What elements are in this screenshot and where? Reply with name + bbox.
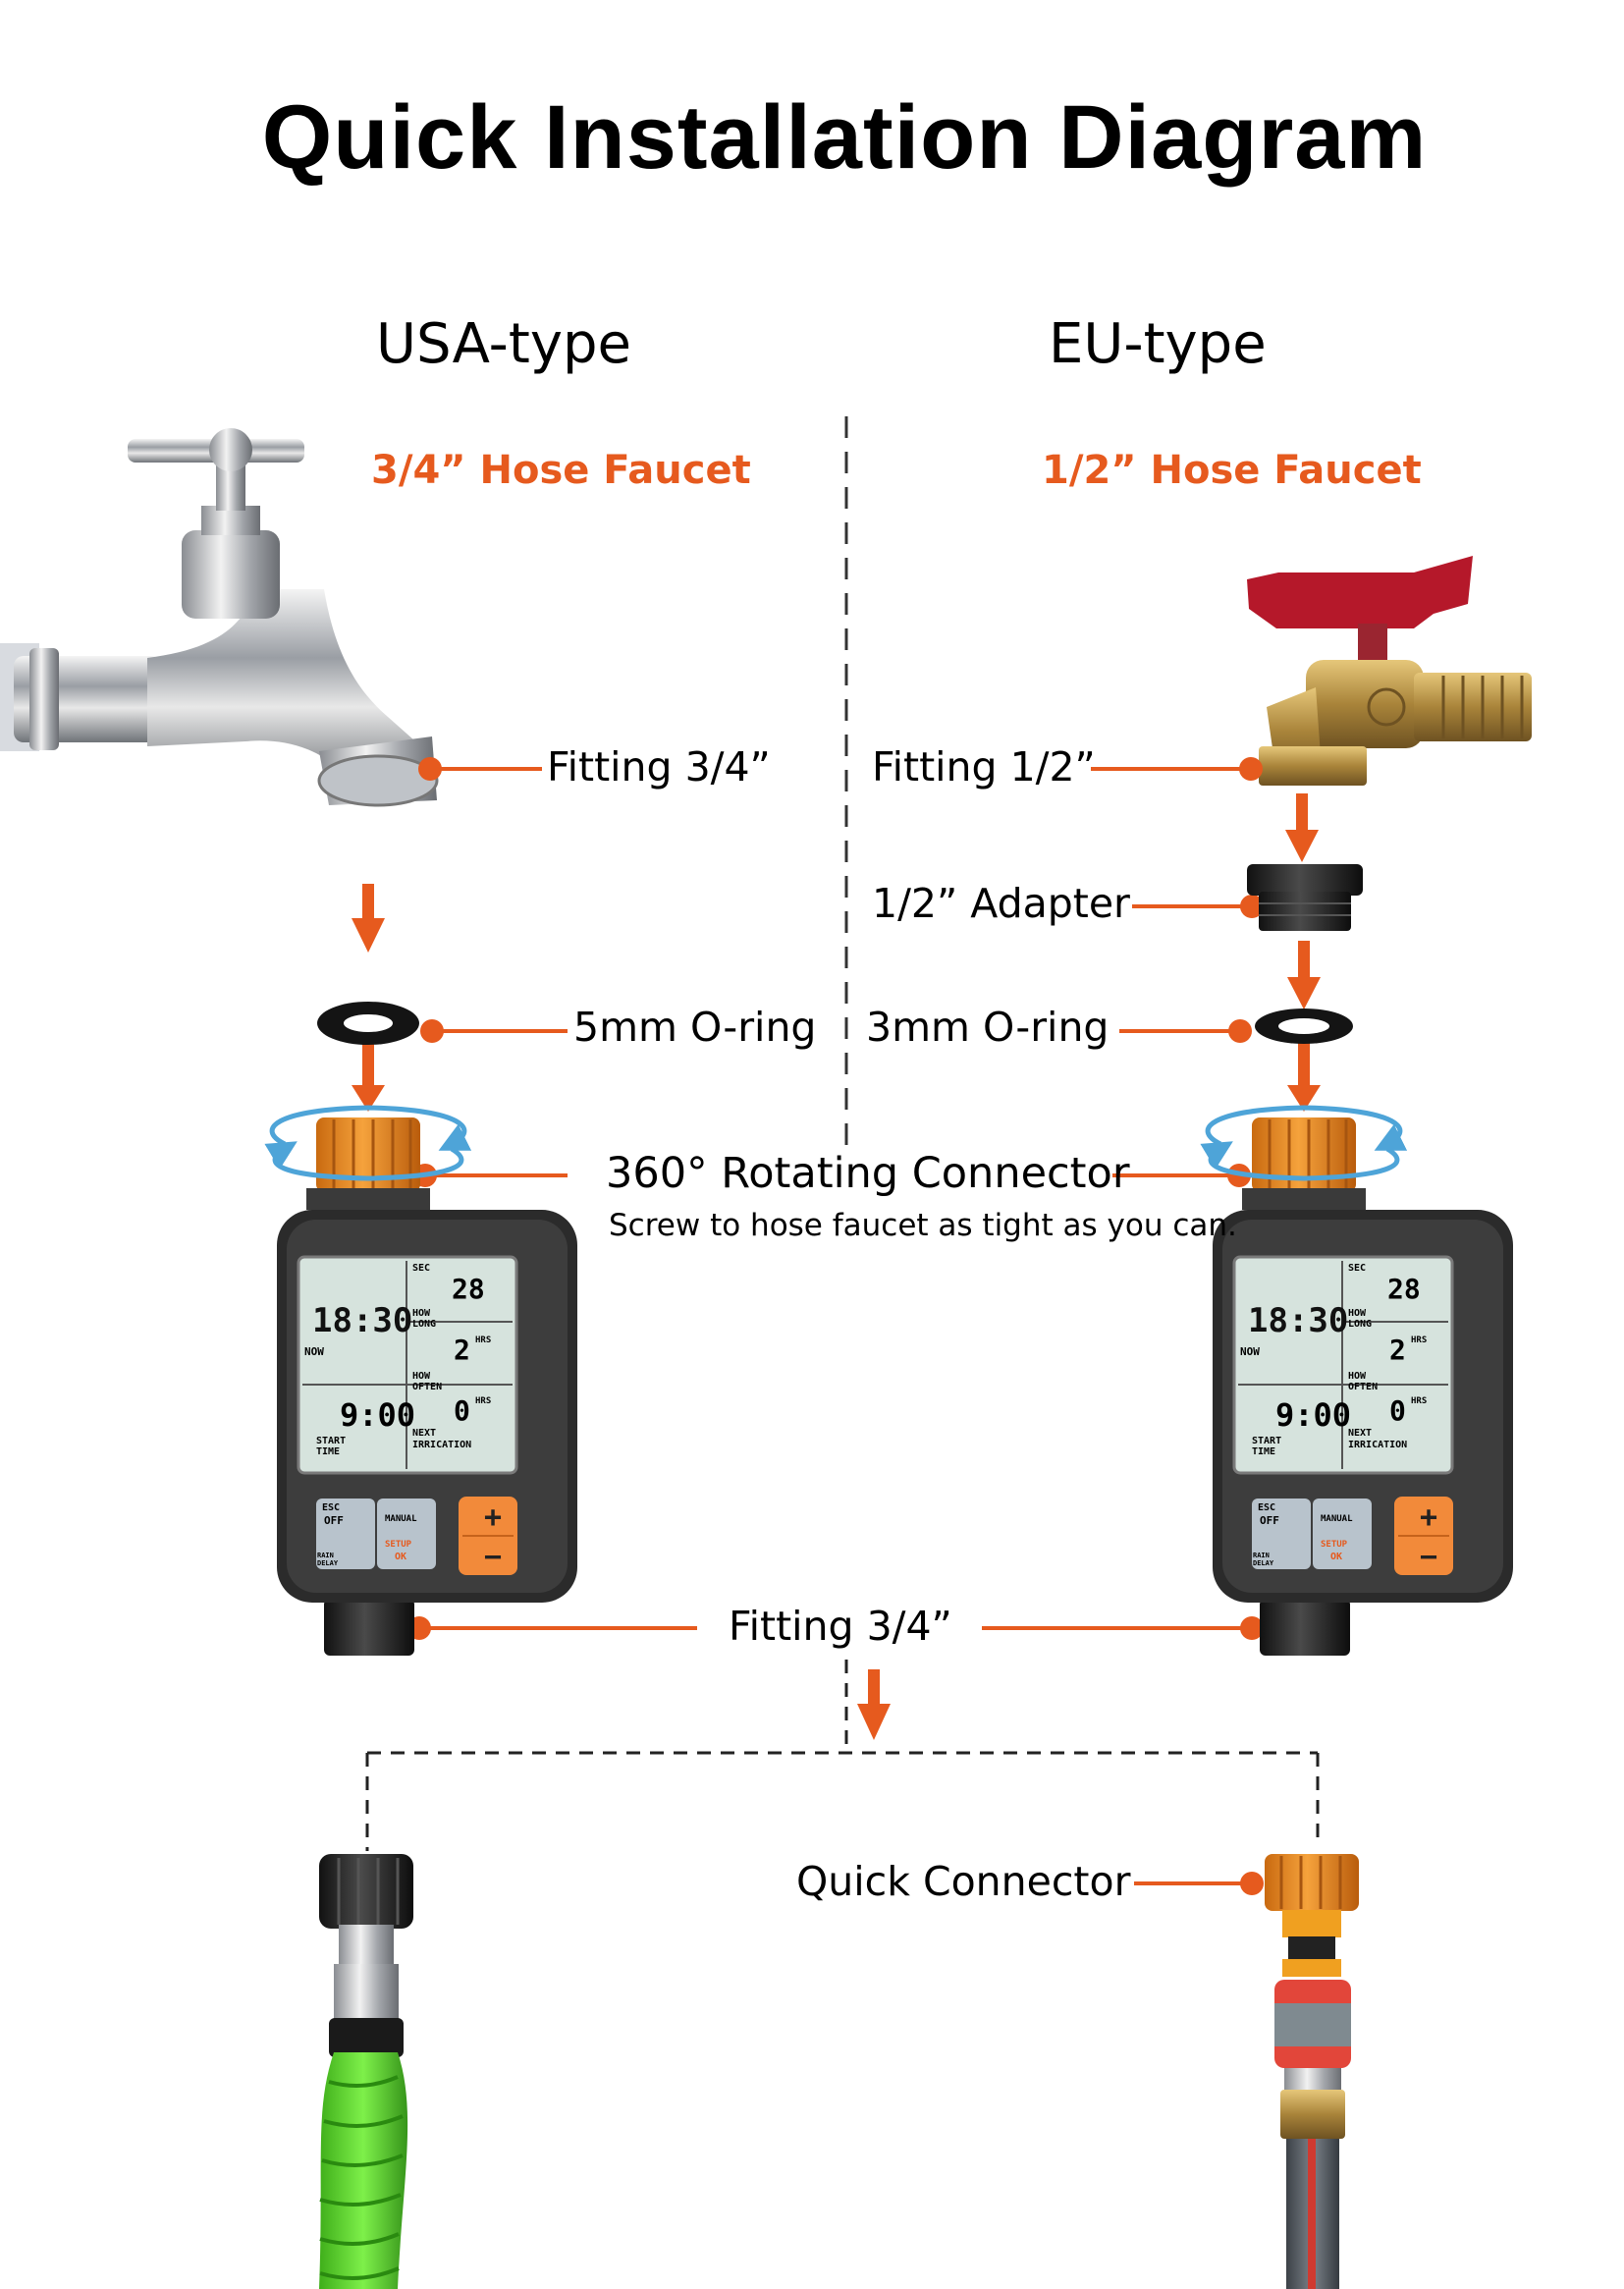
lcd-irrigation: IRRICATION [412, 1440, 472, 1450]
lcd-start-time: START TIME [1252, 1436, 1282, 1457]
down-arrow-icon [1287, 1043, 1321, 1112]
lcd-how-often: HOW OFTEN [412, 1371, 443, 1392]
lcd-irrigation: IRRICATION [1348, 1440, 1408, 1450]
lcd-next: NEXT [412, 1428, 437, 1439]
lcd-how-often-value: 2 [1389, 1334, 1406, 1366]
lcd-sec: SEC [412, 1263, 431, 1274]
btn-ok: OK [1330, 1552, 1343, 1562]
btn-plus: + [1420, 1500, 1438, 1535]
eu-faucet-title: 1/2” Hose Faucet [1042, 448, 1422, 493]
lcd-now: NOW [304, 1345, 324, 1358]
lcd-start-value: 9:00 [340, 1396, 416, 1434]
timer-outlet-left [324, 1599, 414, 1656]
btn-minus: − [1420, 1540, 1438, 1574]
eu-faucet-image [1247, 556, 1532, 786]
label-oring-left: 5mm O-ring [573, 1004, 817, 1051]
lcd-hrs-1: HRS [475, 1335, 492, 1345]
usa-faucet-title: 3/4” Hose Faucet [371, 448, 751, 493]
btn-rain: RAIN DELAY [317, 1552, 339, 1567]
lcd-sec: SEC [1348, 1263, 1367, 1274]
lcd-next: NEXT [1348, 1428, 1373, 1439]
lcd-how-long: HOW LONG [1348, 1308, 1373, 1330]
btn-ok: OK [395, 1552, 407, 1562]
btn-off: OFF [1260, 1514, 1279, 1527]
label-adapter: 1/2” Adapter [872, 880, 1130, 927]
lcd-hrs-2: HRS [475, 1396, 492, 1406]
btn-setup: SETUP [1321, 1540, 1348, 1550]
rotating-connector-left [264, 1105, 472, 1210]
label-quick-connector: Quick Connector [796, 1858, 1131, 1905]
timer-body-left [277, 1210, 577, 1603]
lcd-hrs-1: HRS [1411, 1335, 1428, 1345]
timer-right [1213, 1210, 1513, 1603]
btn-manual: MANUAL [385, 1514, 417, 1524]
btn-manual: MANUAL [1321, 1514, 1353, 1524]
down-arrow-icon [1285, 793, 1319, 862]
down-arrow-icon [352, 1043, 385, 1112]
lcd-how-long: HOW LONG [412, 1308, 437, 1330]
rotating-connector-right [1200, 1105, 1408, 1210]
eu-hose-image [1265, 1854, 1359, 2289]
distribution-lines [365, 1660, 1320, 1851]
down-arrows [352, 793, 1321, 1740]
btn-esc: ESC [322, 1502, 341, 1513]
down-arrow-icon [1287, 941, 1321, 1009]
usa-faucet-image [0, 428, 439, 807]
lcd-hrs-2: HRS [1411, 1396, 1428, 1406]
lcd-how-long-value: 28 [452, 1273, 485, 1305]
lcd-next-value: 0 [1389, 1394, 1406, 1427]
lcd-start-value: 9:00 [1275, 1396, 1352, 1434]
btn-off: OFF [324, 1514, 344, 1527]
label-fitting-left: Fitting 3/4” [547, 743, 771, 790]
page-title: Quick Installation Diagram [261, 87, 1428, 188]
lcd-how-often: HOW OFTEN [1348, 1371, 1379, 1392]
btn-rain: RAIN DELAY [1253, 1552, 1274, 1567]
btn-esc: ESC [1258, 1502, 1276, 1513]
lcd-clock: 18:30 [1248, 1301, 1349, 1340]
label-fitting-right: Fitting 1/2” [872, 743, 1096, 790]
label-oring-right: 3mm O-ring [866, 1004, 1110, 1051]
label-rotating-note: Screw to hose faucet as tight as you can… [609, 1208, 1237, 1243]
lcd-how-often-value: 2 [454, 1334, 470, 1366]
label-rotating-connector: 360° Rotating Connector [606, 1149, 1130, 1198]
leader-lines [407, 757, 1264, 1895]
btn-minus: − [484, 1540, 503, 1574]
timer-body-right [1213, 1210, 1513, 1603]
lcd-next-value: 0 [454, 1394, 470, 1427]
down-arrow-icon [352, 884, 385, 953]
eu-type-heading: EU-type [1049, 312, 1267, 376]
timer-outlet-right [1260, 1599, 1350, 1656]
lcd-how-long-value: 28 [1387, 1273, 1421, 1305]
usa-type-heading: USA-type [376, 312, 631, 376]
adapter-image [1247, 864, 1363, 931]
btn-plus: + [484, 1500, 503, 1535]
btn-setup: SETUP [385, 1540, 412, 1550]
down-arrow-icon [857, 1669, 891, 1740]
lcd-start-time: START TIME [316, 1436, 347, 1457]
lcd-now: NOW [1240, 1345, 1260, 1358]
label-fitting-bottom: Fitting 3/4” [729, 1603, 952, 1650]
lcd-clock: 18:30 [312, 1301, 413, 1340]
usa-hose-image [319, 1854, 413, 2289]
timer-left [277, 1210, 577, 1603]
